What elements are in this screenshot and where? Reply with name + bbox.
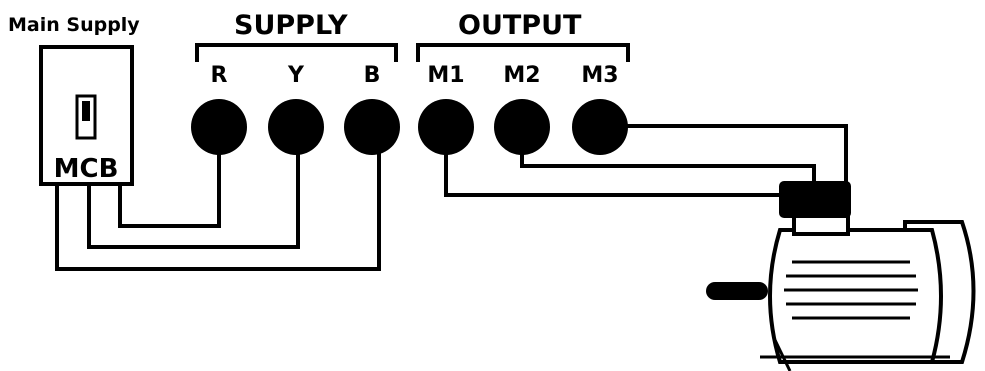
- terminal-r: [191, 99, 247, 155]
- terminal-y: [268, 99, 324, 155]
- terminal-m3: [572, 99, 628, 155]
- terminal-label-r: R: [211, 63, 228, 88]
- motor: [706, 181, 976, 371]
- terminal-label-y: Y: [287, 63, 305, 88]
- terminal-label-b: B: [364, 63, 381, 88]
- terminal-label-m2: M2: [503, 63, 540, 88]
- wire-m3: [600, 124, 848, 183]
- terminal-m1: [418, 99, 474, 155]
- terminal-label-m1: M1: [427, 63, 464, 88]
- motor-fins: [784, 260, 918, 320]
- motor-foot-left: [773, 339, 792, 371]
- wire-y: [87, 152, 300, 249]
- wire-m1: [444, 152, 783, 197]
- motor-terminal-box: [779, 181, 851, 218]
- wire-m2: [520, 152, 816, 183]
- main-supply-label: Main Supply: [8, 14, 140, 36]
- wire-b: [55, 152, 381, 271]
- terminal-b: [344, 99, 400, 155]
- mcb-switch-lever: [82, 101, 90, 121]
- output-group-label: OUTPUT: [458, 10, 582, 41]
- motor-shaft: [706, 282, 768, 300]
- mcb-label: MCB: [54, 154, 119, 184]
- motor-body: [768, 228, 943, 364]
- supply-group-label: SUPPLY: [234, 10, 348, 41]
- supply-bracket: [195, 43, 398, 62]
- wire-r: [118, 152, 221, 228]
- terminal-m2: [494, 99, 550, 155]
- terminal-label-m3: M3: [581, 63, 618, 88]
- output-bracket: [416, 43, 630, 62]
